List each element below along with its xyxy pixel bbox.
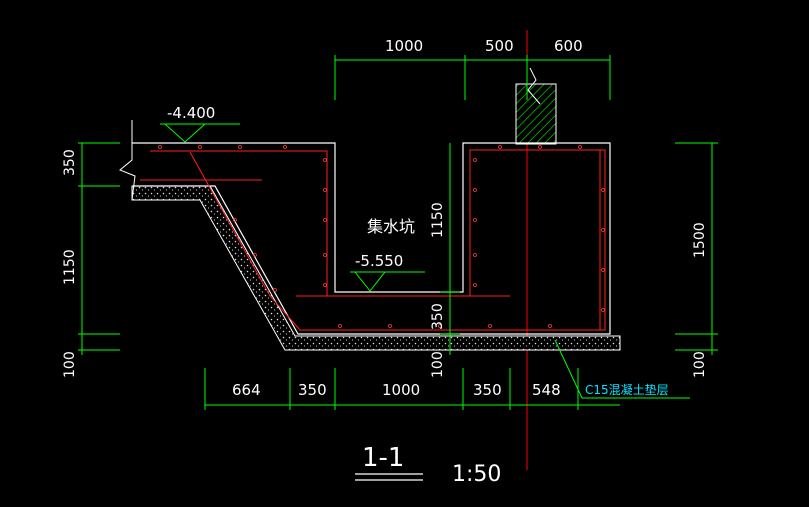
bottom-dim-2: 350 [298,381,327,399]
break-line-top [527,67,541,105]
bottom-dim-4: 350 [473,381,502,399]
scale-label: 1:50 [452,462,501,487]
left-dim-3: 100 [62,351,78,378]
rebar-group [140,149,606,331]
dimension-lines [78,55,718,410]
pit-label: 集水坑 [367,217,415,236]
top-dim-2: 500 [485,37,514,55]
rebar-dots [158,145,605,328]
top-dim-1: 1000 [385,37,423,55]
right-dim-2: 100 [692,351,708,378]
left-dim-2: 1150 [62,249,78,285]
inner-dim-2: 350 [430,303,446,330]
bottom-dim-5: 548 [532,381,561,399]
cushion-label: C15混凝土垫层 [585,382,669,397]
bottom-dim-1: 664 [232,381,261,399]
level-top: -4.400 [167,104,215,122]
right-dim-1: 1500 [692,222,708,258]
section-label: 1-1 [362,443,404,473]
left-dim-1: 350 [62,149,78,176]
top-dim-3: 600 [554,37,583,55]
level-pit-bottom: -5.550 [355,252,403,270]
bottom-dim-3: 1000 [382,381,420,399]
inner-dim-3: 100 [430,351,446,378]
inner-dim-1: 1150 [430,202,446,238]
break-line-left [119,120,136,201]
cushion-layer [131,185,621,351]
concrete-outline [132,142,611,335]
wall-column [515,83,557,145]
